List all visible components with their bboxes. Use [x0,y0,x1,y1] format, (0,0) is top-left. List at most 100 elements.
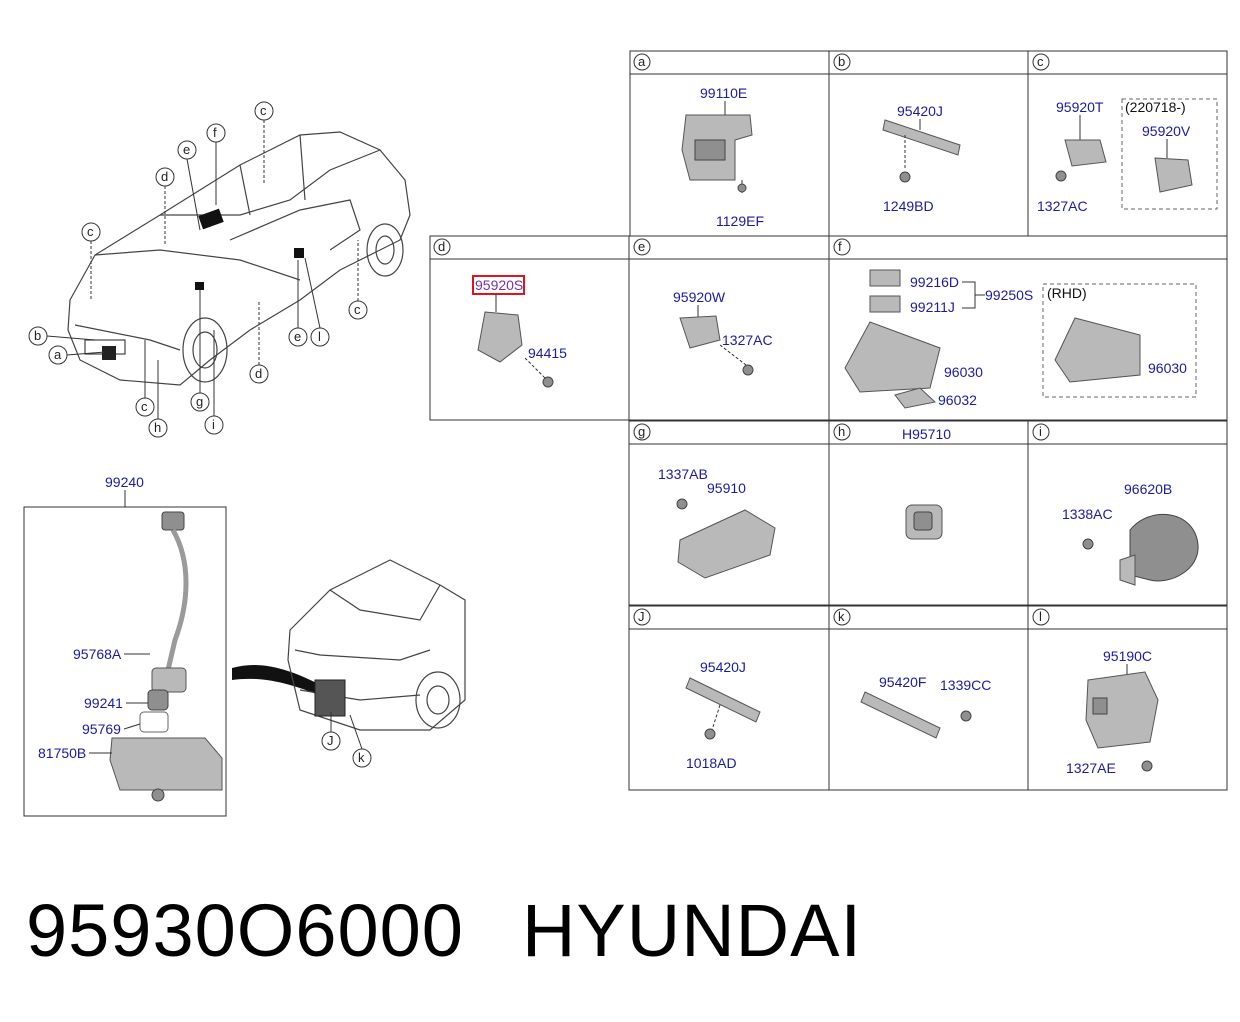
svg-text:k: k [358,750,365,765]
cell-e: e 95920W 1327AC [628,235,830,421]
part-1338AC: 1338AC [1062,506,1113,522]
callout-i: i [204,330,224,435]
svg-text:c: c [1037,54,1044,69]
callout-c-left: c [81,222,101,300]
cell-J: J 95420J 1018AD [628,605,830,791]
svg-text:i: i [212,417,215,432]
part-1327AC-e: 1327AC [722,332,773,348]
cell-g: g 1337AB 95910 [628,420,830,606]
callout-c-top: c [254,101,274,185]
svg-text:g: g [196,394,203,409]
pointer-arrow [232,664,330,700]
cell-i: i 96620B 1338AC [1027,420,1228,606]
part-96032: 96032 [938,392,977,408]
svg-text:k: k [838,609,845,624]
part-96620B: 96620B [1124,481,1172,497]
part-99240: 99240 [105,474,144,490]
part-95920S: 95920S [475,277,523,293]
footer-caption: 95930O6000 HYUNDAI [26,888,920,973]
cell-f: f 99216D 99211J 99250S 96030 96032 (RHD)… [828,235,1228,421]
part-1129EF: 1129EF [716,213,764,229]
part-99211J: 99211J [910,299,955,315]
svg-text:h: h [154,420,161,435]
svg-text:l: l [318,329,321,344]
part-81750B: 81750B [38,745,86,761]
part-95420F: 95420F [879,674,926,690]
svg-text:b: b [838,54,845,69]
cell-l: l 95190C 1327AE [1027,605,1228,791]
svg-text:a: a [54,347,62,362]
callout-h: h [148,360,168,438]
cell-c: c 95920T 1327AC (220718-) 95920V [1027,50,1228,237]
camera-assembly-panel: 99240 95768A 99241 95769 81750B [23,474,227,817]
svg-text:e: e [294,329,301,344]
footer-brand: HYUNDAI [521,889,863,972]
callout-g: g [190,290,210,412]
callout-a: a [48,345,106,365]
part-1337AB: 1337AB [658,466,708,482]
part-95190C: 95190C [1103,648,1152,664]
footer-part-number: 95930O6000 [26,889,464,972]
overview-callouts: c f e d c b a c h g i d e l c [28,101,368,438]
callout-b: b [28,326,96,346]
svg-text:c: c [260,103,267,118]
svg-text:f: f [213,125,217,140]
svg-text:e: e [638,239,645,254]
vehicle-rear-view: J k [287,559,466,768]
note-220718: (220718-) [1125,99,1186,115]
svg-text:h: h [838,424,845,439]
part-95910: 95910 [707,480,746,496]
svg-text:l: l [1039,609,1042,624]
note-rhd: (RHD) [1047,285,1087,301]
part-95920V: 95920V [1142,123,1191,139]
part-1249BD: 1249BD [883,198,934,214]
svg-text:c: c [141,399,148,414]
callout-d-bottom: d [249,300,269,384]
callout-J: J [321,712,341,751]
cell-a: a 99110E 1129EF [629,50,830,237]
svg-text:d: d [161,169,168,184]
part-99241: 99241 [84,695,123,711]
part-94415: 94415 [528,345,567,361]
part-H95710: H95710 [902,426,951,442]
svg-text:d: d [438,239,445,254]
callout-l: l [304,257,330,347]
part-1339CC: 1339CC [940,677,991,693]
part-95769: 95769 [82,721,121,737]
callout-k: k [349,714,372,768]
svg-text:e: e [183,142,190,157]
callout-e-top: e [177,140,201,231]
svg-text:J: J [638,609,645,624]
callout-e-bottom: e [288,260,308,347]
svg-text:J: J [327,733,334,748]
callout-c-right: c [348,240,368,320]
part-96030: 96030 [944,364,983,380]
svg-text:i: i [1039,424,1042,439]
part-99250S: 99250S [985,287,1033,303]
svg-text:c: c [87,224,94,239]
part-95420J-j: 95420J [700,659,746,675]
cell-k: k 95420F 1339CC [828,605,1029,791]
part-95920W: 95920W [673,289,726,305]
part-99216D: 99216D [910,274,959,290]
callout-d-top: d [155,167,175,245]
svg-text:b: b [34,328,41,343]
svg-text:d: d [255,366,262,381]
callout-c-bottom: c [135,340,155,417]
part-1327AC: 1327AC [1037,198,1088,214]
part-1018AD: 1018AD [686,755,737,771]
callout-f: f [206,123,226,205]
svg-text:a: a [638,54,646,69]
part-95920T: 95920T [1056,99,1104,115]
part-99110E: 99110E [700,85,747,101]
cell-d: d 95920S 94415 [429,235,630,421]
highlight-box [472,275,525,295]
cell-h: h H95710 [828,420,1029,606]
part-95420J: 95420J [897,103,943,119]
svg-text:c: c [354,302,361,317]
vehicle-overview [67,131,411,386]
cell-b: b 95420J 1249BD [828,50,1029,237]
svg-text:f: f [838,239,842,254]
